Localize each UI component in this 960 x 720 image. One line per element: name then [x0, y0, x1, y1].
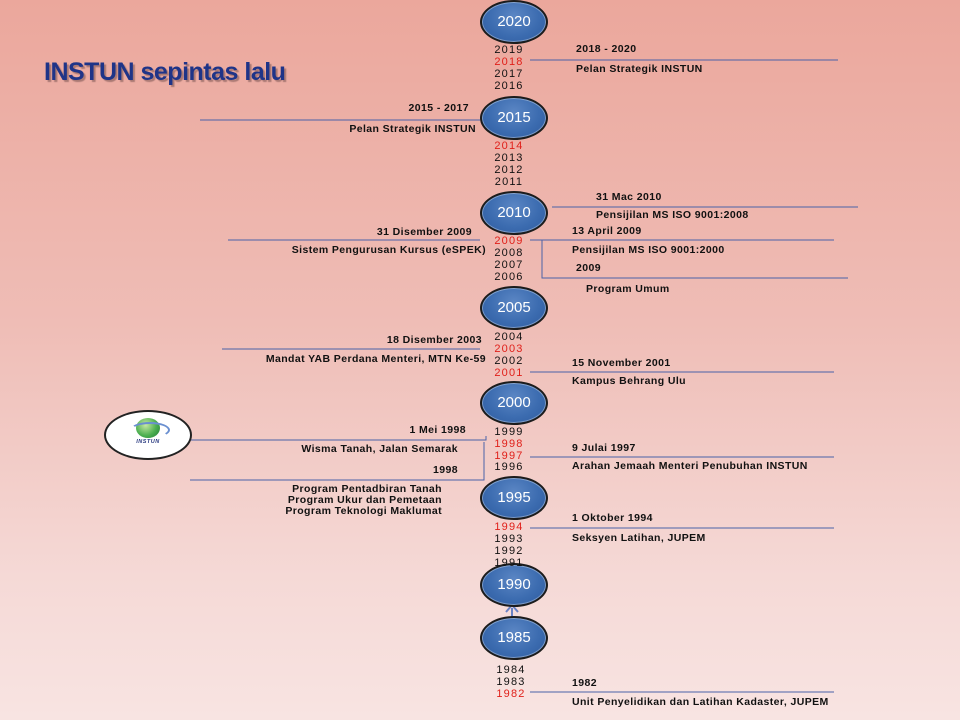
event-desc-1997: Arahan Jemaah Menteri Penubuhan INSTUN: [572, 460, 808, 472]
event-desc-2010: Pensijilan MS ISO 9001:2008: [596, 209, 749, 221]
event-desc-2009b: Pensijilan MS ISO 9001:2000: [572, 244, 725, 256]
year-label: 1996: [494, 461, 524, 473]
year-label: 2012: [494, 164, 524, 176]
event-desc-2009a: Sistem Pengurusan Kursus (eSPEK): [291, 244, 486, 256]
event-date-2015: 2015 - 2017: [408, 102, 469, 114]
year-label: 2007: [494, 259, 524, 271]
event-desc-2009c: Program Umum: [586, 283, 670, 295]
year-label: 1983: [496, 676, 526, 688]
event-date-2018: 2018 - 2020: [576, 43, 637, 55]
event-date-1998b: 1998: [433, 464, 458, 476]
event-date-2003: 18 Disember 2003: [386, 334, 482, 346]
event-date-2009b: 13 April 2009: [572, 225, 642, 237]
year-label-highlight: 2009: [494, 235, 524, 247]
year-label-highlight: 1998: [494, 438, 524, 450]
year-label: 2016: [494, 80, 524, 92]
event-desc-2018: Pelan Strategik INSTUN: [576, 63, 703, 75]
year-label: 2008: [494, 247, 524, 259]
event-desc-1998b-land: Program Pentadbiran Tanah: [292, 483, 442, 495]
year-label: 1999: [494, 426, 524, 438]
event-date-1982: 1982: [572, 677, 597, 689]
event-desc-2001: Kampus Behrang Ulu: [572, 375, 686, 387]
year-label-highlight: 2014: [494, 140, 524, 152]
year-label-highlight: 2001: [494, 367, 524, 379]
milestone-2015: 2015: [480, 96, 548, 140]
milestone-2005: 2005: [480, 286, 548, 330]
milestone-1985: 1985: [480, 616, 548, 660]
event-desc-1998b-it: Program Teknologi Maklumat: [285, 505, 442, 517]
event-date-1994: 1 Oktober 1994: [572, 512, 653, 524]
year-label: 2002: [494, 355, 524, 367]
orbit-ring-icon: [130, 422, 170, 438]
milestone-1995: 1995: [480, 476, 548, 520]
event-desc-2015: Pelan Strategik INSTUN: [349, 123, 476, 135]
event-desc-1998a: Wisma Tanah, Jalan Semarak: [301, 443, 458, 455]
connector-1998b: [190, 442, 485, 481]
year-label: 1992: [494, 545, 524, 557]
year-label-highlight: 1997: [494, 450, 524, 462]
year-label-highlight: 2018: [494, 56, 524, 68]
page-title: INSTUN sepintas lalu: [44, 58, 286, 86]
year-label: 2004: [494, 331, 524, 343]
event-date-1998a: 1 Mei 1998: [409, 424, 466, 436]
year-label: 2013: [494, 152, 524, 164]
connector-2009c: [541, 240, 848, 279]
event-date-2009a: 31 Disember 2009: [376, 226, 472, 238]
year-label: 1991: [494, 557, 524, 569]
event-date-2009c: 2009: [576, 262, 601, 274]
milestone-2020: 2020: [480, 0, 548, 44]
year-label: 1993: [494, 533, 524, 545]
connector-1998a: [190, 436, 487, 441]
milestone-2000: 2000: [480, 381, 548, 425]
year-label: 1984: [496, 664, 526, 676]
year-label-highlight: 1994: [494, 521, 524, 533]
year-label-highlight: 1982: [496, 688, 526, 700]
event-desc-2003: Mandat YAB Perdana Menteri, MTN Ke-59: [265, 353, 486, 365]
instun-logo: INSTUN: [104, 410, 192, 460]
event-date-2001: 15 November 2001: [572, 357, 671, 369]
event-desc-1994: Seksyen Latihan, JUPEM: [572, 532, 706, 544]
event-desc-1998b-survey: Program Ukur dan Pemetaan: [287, 494, 442, 506]
event-desc-1982: Unit Penyelidikan dan Latihan Kadaster, …: [572, 696, 829, 708]
milestone-1990: 1990: [480, 563, 548, 607]
year-label: 2019: [494, 44, 524, 56]
year-label: 2006: [494, 271, 524, 283]
year-label: 2011: [494, 176, 524, 188]
logo-text: INSTUN: [136, 439, 160, 445]
event-date-1997: 9 Julai 1997: [572, 442, 636, 454]
year-label: 2017: [494, 68, 524, 80]
milestone-2010: 2010: [480, 191, 548, 235]
year-label-highlight: 2003: [494, 343, 524, 355]
event-date-2010: 31 Mac 2010: [596, 191, 662, 203]
